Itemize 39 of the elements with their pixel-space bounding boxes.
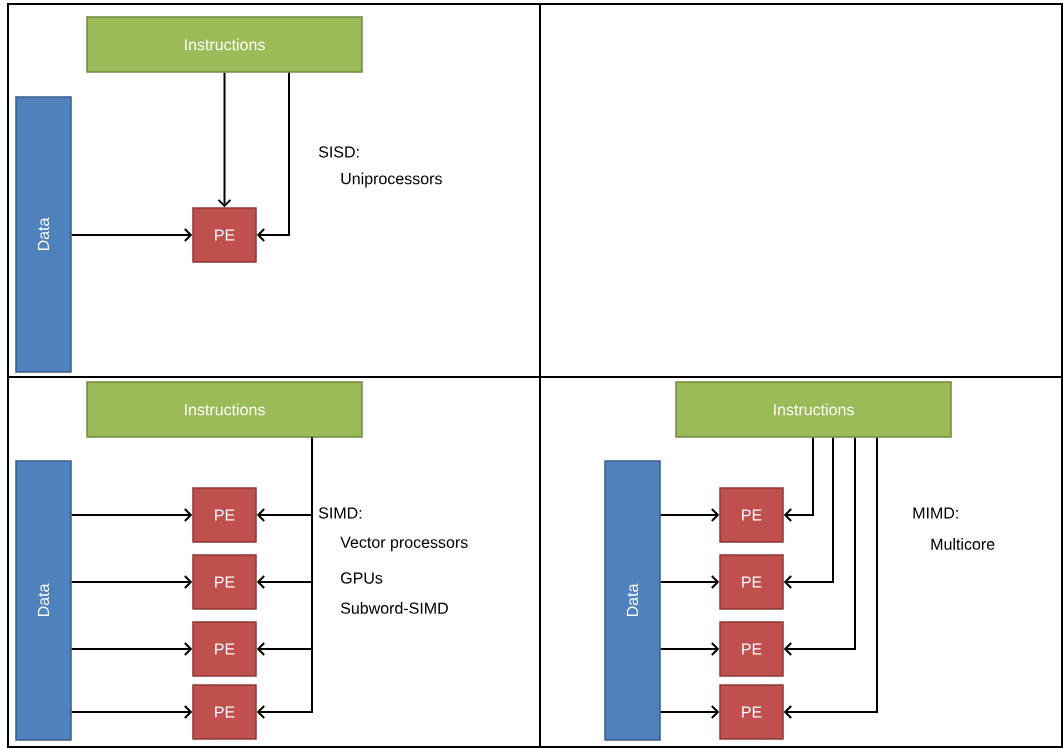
- arrow: [70, 705, 193, 719]
- arrow: [659, 508, 720, 522]
- pe-box: PE: [192, 621, 257, 677]
- pe-box: PE: [719, 621, 784, 677]
- data-bar: Data: [15, 96, 72, 373]
- arrow: [783, 436, 878, 719]
- arrow: [70, 228, 193, 242]
- pe-box: PE: [192, 554, 257, 610]
- data-bar: Data: [604, 460, 661, 741]
- label: Subword-SIMD: [340, 602, 448, 614]
- pe-box: PE: [192, 207, 257, 263]
- arrow: [70, 642, 193, 656]
- arrow: [659, 642, 720, 656]
- pe-box: PE: [192, 487, 257, 543]
- arrow: [783, 436, 814, 522]
- arrow: [256, 71, 290, 242]
- pe-box: PE: [719, 487, 784, 543]
- arrow: [70, 508, 193, 522]
- pe-box: PE: [719, 684, 784, 740]
- arrow: [659, 705, 720, 719]
- arrow: [783, 436, 834, 589]
- instructions-box: Instructions: [675, 381, 952, 438]
- arrow: [217, 71, 232, 208]
- arrow: [70, 575, 193, 589]
- label: MIMD:: [913, 507, 958, 519]
- label: SISD:: [318, 146, 359, 158]
- arrow: [256, 436, 313, 719]
- arrow: [783, 436, 856, 656]
- label: GPUs: [341, 572, 383, 584]
- data-bar: Data: [15, 460, 72, 741]
- label: Uniprocessors: [341, 172, 442, 188]
- pe-box: PE: [719, 554, 784, 610]
- label: SIMD:: [318, 507, 362, 519]
- instructions-box: Instructions: [86, 16, 363, 73]
- pe-box: PE: [192, 684, 257, 740]
- label: Vector processors: [340, 536, 468, 552]
- instructions-box: Instructions: [86, 381, 363, 438]
- arrow: [659, 575, 720, 589]
- label: Multicore: [931, 538, 995, 550]
